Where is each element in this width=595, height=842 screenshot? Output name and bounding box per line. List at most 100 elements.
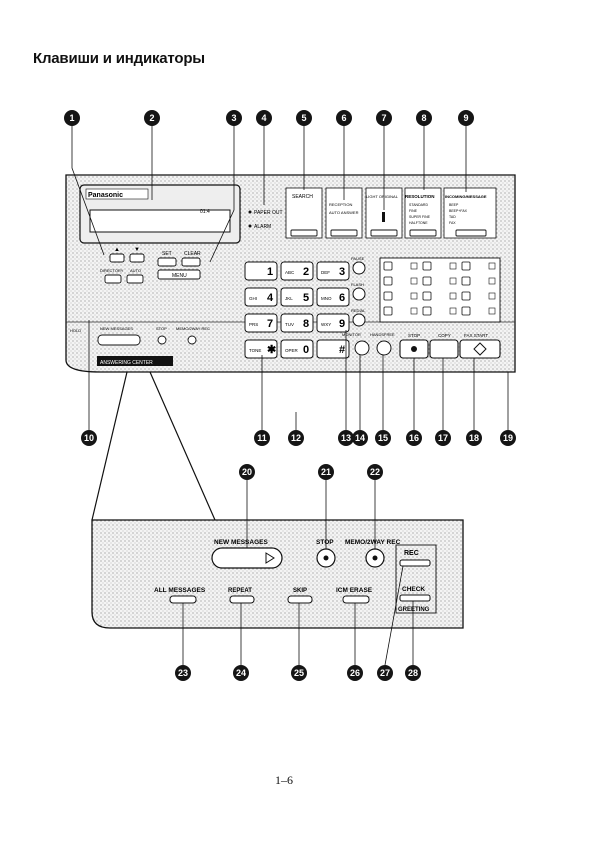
stop-label: STOP <box>316 539 334 546</box>
alarm-led <box>248 224 252 228</box>
keypad-digit: # <box>339 344 345 356</box>
pause-label: PAUSE <box>351 256 365 261</box>
skip-label: SKIP <box>293 588 307 594</box>
callout-marker: 23 <box>175 665 191 681</box>
keypad-key[interactable] <box>244 261 278 281</box>
directory-button[interactable] <box>104 274 122 284</box>
set-button[interactable] <box>157 257 177 267</box>
keypad-digit: 5 <box>303 292 309 304</box>
up-button[interactable] <box>109 253 125 263</box>
auto-answer-label: AUTO ANSWER <box>329 210 359 215</box>
callout-marker: 6 <box>336 110 352 126</box>
resolution-option: FINE <box>409 209 418 213</box>
check-label: CHECK <box>402 586 425 593</box>
stop-key-icon <box>411 346 417 352</box>
memo-rec-label: MEMO/2WAY REC <box>345 539 401 546</box>
one-touch-button[interactable] <box>383 261 393 271</box>
keypad-key[interactable] <box>280 313 314 333</box>
light-original-button[interactable] <box>370 229 398 237</box>
rec-button[interactable] <box>399 559 431 567</box>
callout-marker: 5 <box>296 110 312 126</box>
redial-button[interactable] <box>352 313 366 327</box>
skip-button[interactable] <box>287 595 313 604</box>
resolution-option: SUPER FINE <box>409 215 431 219</box>
keypad-digit: 2 <box>303 266 309 278</box>
reception-button[interactable] <box>330 229 358 237</box>
down-button[interactable] <box>129 253 145 263</box>
keypad-key[interactable] <box>280 287 314 307</box>
handsfree-button[interactable] <box>376 340 392 356</box>
callout-marker: 16 <box>406 430 422 446</box>
rec-label: REC <box>404 550 419 557</box>
search-button[interactable] <box>290 229 318 237</box>
callout-marker: 15 <box>375 430 391 446</box>
new-messages-small-label: NEW MESSAGES <box>100 326 133 331</box>
check-button[interactable] <box>399 594 431 602</box>
auto-button[interactable] <box>126 274 144 284</box>
callout-marker: 13 <box>338 430 354 446</box>
keypad-key[interactable] <box>316 313 350 333</box>
keypad-key[interactable] <box>244 287 278 307</box>
zoom-lines <box>91 371 216 521</box>
search-label: SEARCH <box>292 194 313 200</box>
one-touch-button[interactable] <box>383 276 393 286</box>
flash-button[interactable] <box>352 287 366 301</box>
callout-marker: 27 <box>377 665 393 681</box>
one-touch-indicator <box>449 292 457 300</box>
keypad-key[interactable] <box>280 261 314 281</box>
play-icon <box>265 552 275 564</box>
flash-label: FLASH <box>351 282 364 287</box>
reception-label: RECEPTION <box>329 202 352 207</box>
fax-start-key[interactable] <box>459 339 501 359</box>
lcd-indicator: 01:4 <box>200 209 210 215</box>
keypad-key[interactable] <box>316 287 350 307</box>
callout-marker: 22 <box>367 464 383 480</box>
clear-button[interactable] <box>181 257 201 267</box>
monitor-button[interactable] <box>354 340 370 356</box>
keypad-key[interactable] <box>316 339 350 359</box>
keypad-key[interactable] <box>244 339 278 359</box>
one-touch-button[interactable] <box>461 261 471 271</box>
keypad-digit: 3 <box>339 266 345 278</box>
one-touch-indicator <box>410 307 418 315</box>
resolution-option: HALFTONE <box>409 221 428 225</box>
keypad-letters: TUV <box>285 322 294 327</box>
fax-start-label: FAX START <box>464 333 488 338</box>
keypad-key[interactable] <box>316 261 350 281</box>
one-touch-button[interactable] <box>422 291 432 301</box>
all-messages-label: ALL MESSAGES <box>154 587 206 594</box>
callout-marker: 1 <box>64 110 80 126</box>
keypad-key[interactable] <box>280 339 314 359</box>
answer-mode-button[interactable] <box>455 229 487 237</box>
handsfree-label: HANDSFREE <box>370 332 395 337</box>
one-touch-button[interactable] <box>461 291 471 301</box>
answering-center-bar <box>97 356 173 366</box>
all-messages-button[interactable] <box>169 595 197 604</box>
callout-marker: 7 <box>376 110 392 126</box>
one-touch-button[interactable] <box>461 306 471 316</box>
menu-button[interactable] <box>157 269 201 280</box>
keypad-key[interactable] <box>244 313 278 333</box>
hold-label: HOLD <box>70 328 81 333</box>
icm-erase-button[interactable] <box>342 595 370 604</box>
resolution-button[interactable] <box>409 229 437 237</box>
down-label: ▼ <box>134 247 140 253</box>
one-touch-button[interactable] <box>383 291 393 301</box>
answer-mode-title: INCOMING/MESSAGE <box>445 194 487 199</box>
one-touch-button[interactable] <box>422 306 432 316</box>
paper-out-led <box>248 210 252 214</box>
one-touch-button[interactable] <box>461 276 471 286</box>
one-touch-button[interactable] <box>422 261 432 271</box>
repeat-button[interactable] <box>229 595 255 604</box>
new-messages-button[interactable] <box>211 547 283 569</box>
one-touch-indicator <box>488 307 496 315</box>
pause-button[interactable] <box>352 261 366 275</box>
one-touch-button[interactable] <box>422 276 432 286</box>
paper-out-label: PAPER OUT <box>254 210 283 216</box>
copy-key[interactable] <box>429 339 459 359</box>
callout-marker: 25 <box>291 665 307 681</box>
keypad-letters: GHI <box>249 296 257 301</box>
one-touch-button[interactable] <box>383 306 393 316</box>
resolution-option: STANDARD <box>409 203 428 207</box>
memo-small <box>187 335 197 345</box>
